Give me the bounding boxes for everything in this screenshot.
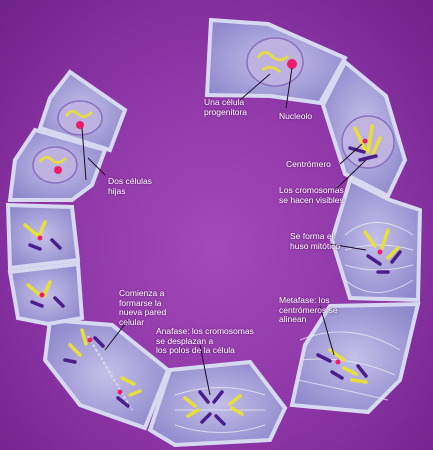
label-cromosomas-visibles: Los cromosomas se hacen visibles: [279, 185, 344, 205]
label-huso-mitotico: Se forma el huso mitótico: [290, 231, 341, 251]
label-dos-celulas-hijas: Dos células hijas: [108, 176, 152, 196]
cell-metaphase: [289, 301, 421, 415]
cell-spindle: [329, 177, 423, 303]
label-pared-celular: Comienza a formarse la nueva pared celul…: [119, 288, 167, 327]
new-cell-wall: [87, 335, 133, 411]
label-progenitora: Una célula progenitora: [204, 97, 248, 117]
label-nucleolo: Nucleolo: [279, 111, 313, 121]
centromere-dot: [362, 138, 368, 144]
label-centromero: Centrómero: [286, 159, 331, 169]
leader-lines: [81, 67, 367, 396]
chromosome-yellow: [353, 124, 382, 158]
cell-left-upper: [5, 202, 81, 271]
chromosome-purple: [348, 146, 378, 162]
chromatin: [256, 51, 290, 74]
label-metafase: Metafase: los centrómeros se alinean: [279, 295, 338, 324]
cell-prophase: [320, 58, 408, 199]
nucleus: [246, 37, 304, 87]
cell-left-lower: [7, 261, 85, 327]
cell-telophase: [42, 317, 171, 431]
cell-anaphase: [147, 359, 288, 448]
nucleolus-dot: [287, 59, 297, 69]
cell-progenitor: [204, 17, 348, 106]
daughter-cell-upper: [37, 69, 128, 153]
label-anafase: Anafase: los cromosomas se desplazan a l…: [156, 326, 254, 355]
